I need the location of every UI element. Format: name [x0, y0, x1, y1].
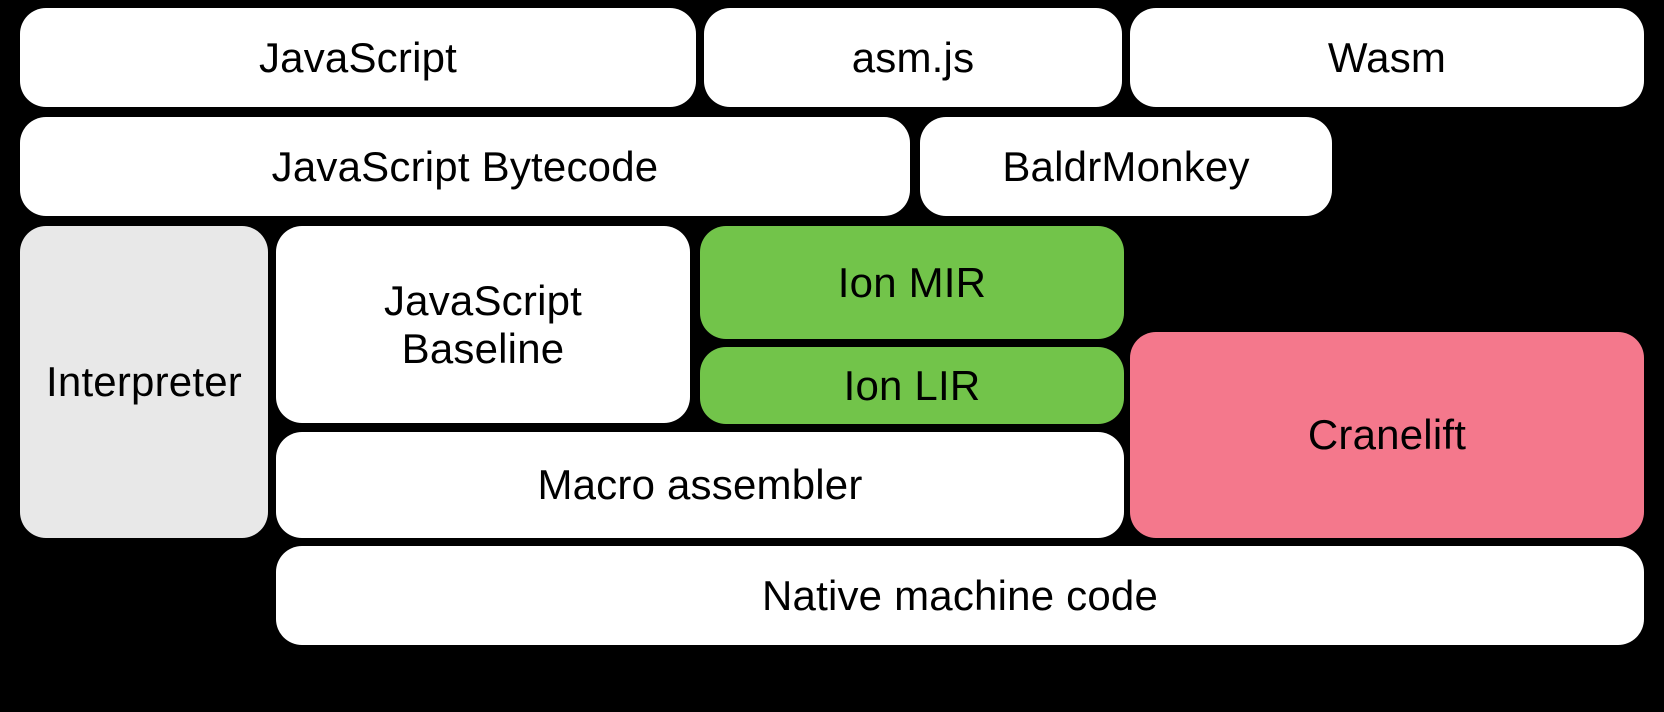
node-javascript-bytecode[interactable]: JavaScript Bytecode — [20, 117, 910, 216]
node-interpreter[interactable]: Interpreter — [20, 226, 268, 538]
node-ion-mir[interactable]: Ion MIR — [700, 226, 1124, 339]
node-macro-assembler[interactable]: Macro assembler — [276, 432, 1124, 538]
node-javascript[interactable]: JavaScript — [20, 8, 696, 107]
node-javascript-baseline[interactable]: JavaScript Baseline — [276, 226, 690, 423]
node-cranelift[interactable]: Cranelift — [1130, 332, 1644, 538]
node-asm-js[interactable]: asm.js — [704, 8, 1122, 107]
node-wasm[interactable]: Wasm — [1130, 8, 1644, 107]
node-native-machine-code[interactable]: Native machine code — [276, 546, 1644, 645]
node-ion-lir[interactable]: Ion LIR — [700, 347, 1124, 424]
node-baldrmonkey[interactable]: BaldrMonkey — [920, 117, 1332, 216]
